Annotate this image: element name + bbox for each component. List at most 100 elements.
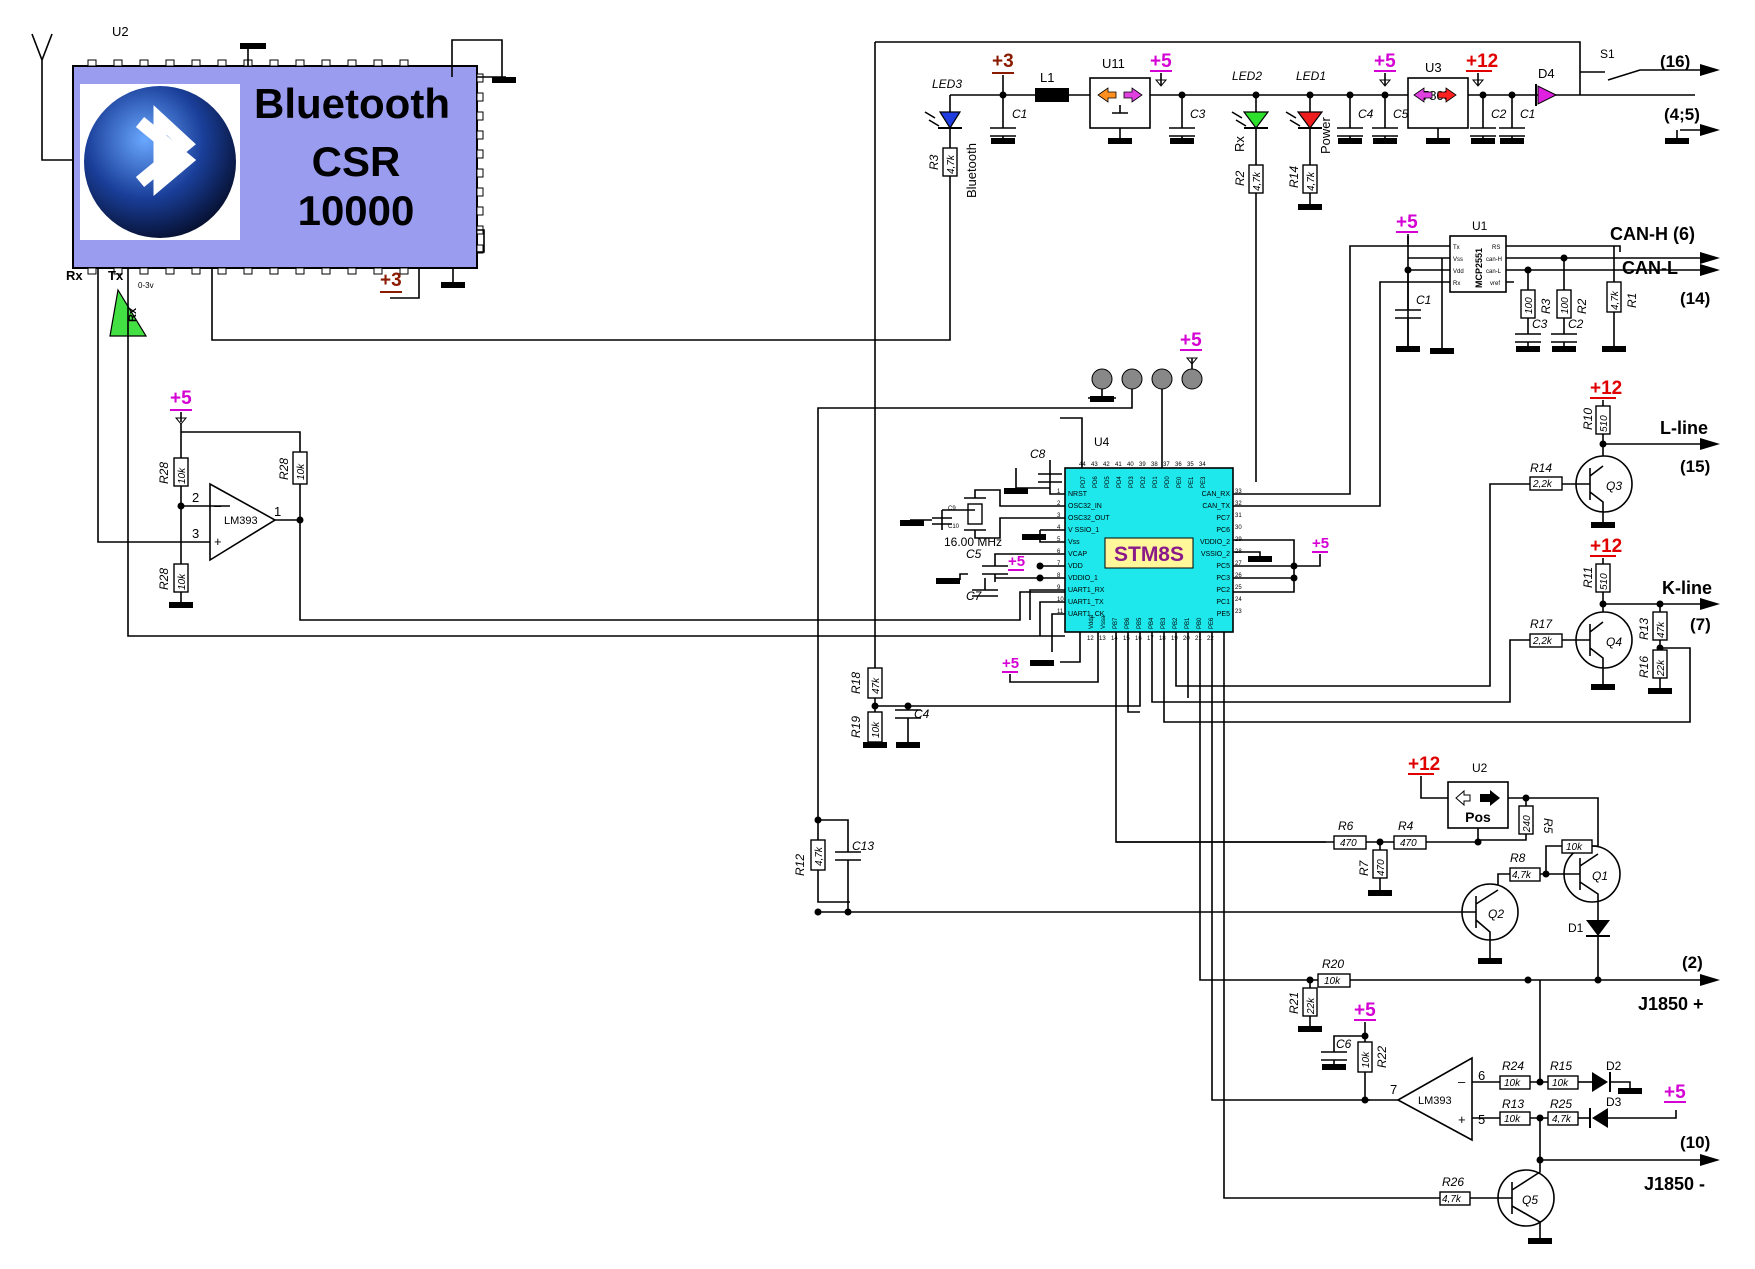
pin-16: (16) (1660, 52, 1690, 71)
bt-pin-top (113, 59, 123, 67)
mcu-right-pin-num: 25 (1235, 585, 1242, 591)
can-pin-vss: Vss (1453, 257, 1463, 263)
k-line-driver: +12 510 R11 K-line (7) 2,2k R17 Q4 47k R… (1529, 536, 1720, 694)
j1850-r12-val: 4,7k (814, 846, 825, 866)
j1850-r20-val: 10k (1324, 976, 1341, 987)
mcu-bottom-pin-label: Vdda (1089, 614, 1095, 629)
bt-pin-bottom (373, 267, 383, 275)
j1850-r6-ref: R6 (1338, 819, 1354, 833)
r14-val: 4,7k (1306, 171, 1317, 191)
arrow-left-icon (1097, 87, 1117, 103)
j1850-r25-val: 4,7k (1552, 1114, 1572, 1125)
j1850-q5: Q5 (1522, 1193, 1538, 1207)
bt-pin-right (476, 111, 484, 121)
arrow-out-icon (1700, 264, 1720, 276)
can-pin-tx: Tx (1453, 245, 1460, 251)
can-r3-val: 100 (1524, 297, 1535, 314)
j1850-r8-val: 4,7k (1512, 870, 1532, 881)
bt-pin-right (476, 244, 484, 254)
diode-d2-icon (1592, 1072, 1608, 1092)
j1850-r13-val: 10k (1504, 1114, 1521, 1125)
lline-q3: Q3 (1606, 479, 1622, 493)
mcu-bottom-pin-label: PB1 (1185, 617, 1191, 629)
cmp-pin1: 1 (274, 504, 281, 519)
arrow-out-icon (1700, 252, 1720, 264)
j1850-plus-pin: (2) (1682, 953, 1703, 972)
j1850-r4-val: 470 (1400, 838, 1417, 849)
bt-pin-bottom (113, 267, 123, 275)
bt-pin-right (476, 206, 484, 216)
lm393-bt (209, 482, 277, 562)
mcu-5v-bottom: +5 (1002, 655, 1019, 672)
j1850-d1: D1 (1568, 921, 1584, 935)
j1850-r7-ref: R7 (1357, 859, 1371, 876)
mcu-bottom-pin-label: PB4 (1149, 617, 1155, 629)
mcu-right-pin-num: 27 (1235, 561, 1242, 567)
j1850-u2: U2 (1472, 761, 1488, 775)
u1-mcp2551 (1449, 235, 1507, 293)
mcu-top-pin-num: 42 (1103, 462, 1110, 468)
mcu-left-pin-label: UART1_RX (1068, 587, 1105, 594)
j1850-minus-pin: (10) (1680, 1133, 1710, 1152)
mcu-c10: C10 (948, 524, 960, 530)
stm8s-name: STM8S (1114, 543, 1184, 566)
supply-c1a: C1 (1012, 107, 1027, 121)
bt-title-2: CSR (312, 138, 401, 185)
led1-label: LED1 (1296, 69, 1326, 83)
mcu-left-pin-num: 7 (1057, 561, 1061, 567)
mcu-bottom-pin-label: PB6 (1125, 617, 1131, 629)
mcu-5v-left: +5 (1008, 553, 1025, 570)
bt-pin-top (373, 59, 383, 67)
bt-pin-top (139, 59, 149, 67)
j1850-r12 (810, 839, 826, 871)
mcu-bottom-pin-num: 15 (1123, 636, 1130, 642)
mcu-5v-top: +5 (1180, 330, 1202, 351)
bt-pin-top (217, 59, 227, 67)
mcu-left-pin-label: NRST (1068, 491, 1088, 498)
supply-3v: +3 (992, 51, 1014, 72)
mcu-left-pin-label: Vss (1068, 539, 1080, 546)
mcu-bottom-pin-label: PE6 (1209, 617, 1215, 629)
led1-caption: Power (1318, 116, 1333, 154)
diode-d3-icon (1592, 1108, 1608, 1128)
mcu-right-pin-num: 32 (1235, 501, 1242, 507)
test-point-icon (1091, 368, 1113, 390)
arrow-in-icon (1455, 789, 1471, 807)
mcu-top-pin-label: PE3 (1201, 476, 1207, 488)
stm8s-label-box (1104, 537, 1194, 569)
can-5v: +5 (1396, 212, 1418, 233)
j1850-pin5: 5 (1478, 1112, 1485, 1127)
can-r1-val: 4,7k (1610, 290, 1621, 310)
lline-label: L-line (1660, 418, 1708, 438)
j1850-interface: +12 U2 Pos 240 R5 470 R6 470 R4 470 R7 Q… (793, 754, 1720, 1244)
mcu-top-pin-num: 37 (1163, 462, 1170, 468)
u11-label: U11 (1102, 56, 1125, 71)
mcu-r19-ref: R19 (849, 716, 863, 738)
l1-label: L1 (1040, 70, 1054, 85)
led3-caption: Bluetooth (964, 143, 979, 198)
kline-12v: +12 (1590, 536, 1622, 557)
bt-pin-right (476, 130, 484, 140)
mcu-bottom-pin-label: PB3 (1161, 617, 1167, 629)
mcu-top-pin-label: PD5 (1105, 476, 1111, 488)
u3-7805 (1407, 77, 1469, 129)
mcu-left-pin-num: 3 (1057, 513, 1061, 519)
mcu-right-pin-label: CAN_TX (1202, 503, 1230, 510)
can-pin-vref: vref (1490, 281, 1500, 287)
bt-pin-top (191, 59, 201, 67)
can-l-label: CAN-L (1622, 258, 1678, 278)
kline-r11-ref: R11 (1581, 567, 1595, 588)
mcu-top-pin-label: PE0 (1177, 476, 1183, 488)
mcu-top-pin-label: PD1 (1153, 476, 1159, 488)
kline-r13-ref: R13 (1637, 618, 1651, 640)
bt-pin-bottom (87, 267, 97, 275)
arrow-out-icon (1700, 64, 1720, 76)
r28a-ref: R28 (157, 462, 171, 484)
mcu-bottom-pin-num: 18 (1159, 636, 1166, 642)
r28c-val: 10k (296, 463, 307, 480)
arrow-out-icon (1700, 1154, 1720, 1166)
mcu-top-pin-label: PD0 (1165, 476, 1171, 488)
mcu-bottom-pin-num: 14 (1111, 636, 1118, 642)
bt-pin-right (476, 73, 484, 83)
